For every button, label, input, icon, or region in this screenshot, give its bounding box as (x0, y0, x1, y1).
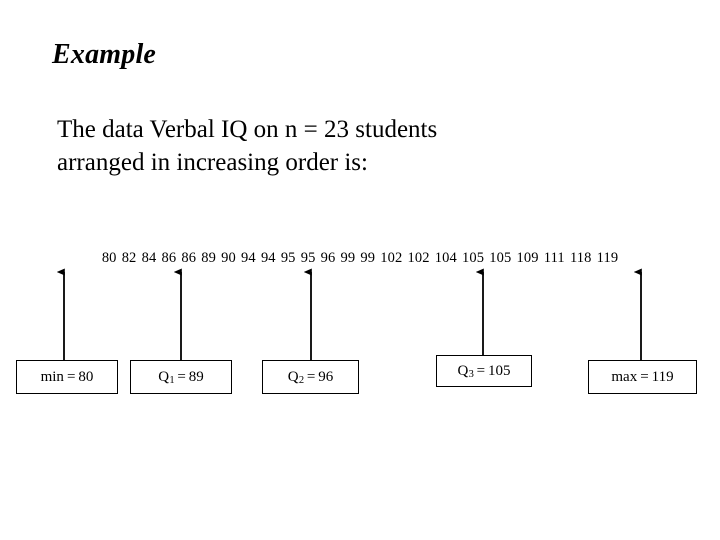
data-value: 102 (407, 250, 430, 266)
data-value: 119 (596, 250, 619, 266)
label-min-symbol: min (40, 368, 64, 385)
data-value: 99 (340, 250, 356, 266)
data-value: 109 (516, 250, 539, 266)
label-q2-equals: = (306, 368, 316, 385)
label-max-value: 119 (651, 368, 674, 385)
data-value: 80 (101, 250, 117, 266)
label-q3-value: 105 (488, 362, 511, 379)
data-value: 102 (380, 250, 403, 266)
data-value: 95 (300, 250, 316, 266)
label-q3-equals: = (476, 362, 486, 379)
label-q1-value: 89 (188, 368, 204, 385)
label-box-max: max=119 (588, 360, 697, 394)
data-value: 94 (260, 250, 276, 266)
data-value: 84 (141, 250, 157, 266)
data-value: 86 (161, 250, 177, 266)
data-value: 90 (221, 250, 236, 266)
label-q2-subscript: 2 (298, 374, 305, 386)
label-q1-subscript: 1 (169, 374, 175, 386)
data-value: 105 (489, 250, 512, 266)
label-max-equals: = (640, 368, 649, 385)
data-value: 96 (320, 250, 336, 266)
label-q2-symbol: Q (287, 368, 299, 385)
label-q3-subscript: 3 (468, 368, 474, 380)
data-value: 95 (280, 250, 296, 266)
body-paragraph: The data Verbal IQ on n = 23 students ar… (57, 113, 657, 179)
label-q1-equals: = (177, 368, 186, 385)
data-value: 94 (241, 250, 256, 266)
data-value: 89 (201, 250, 216, 266)
data-value: 118 (569, 250, 592, 266)
data-value: 82 (121, 250, 137, 266)
label-q3-symbol: Q (457, 362, 469, 379)
label-q2-value: 96 (318, 368, 334, 385)
label-box-min: min=80 (16, 360, 118, 394)
label-q1-symbol: Q (158, 368, 170, 385)
data-value: 104 (434, 250, 457, 266)
data-value: 86 (181, 250, 197, 266)
data-value: 105 (462, 250, 485, 266)
label-min-value: 80 (78, 368, 94, 385)
body-line-2: arranged in increasing order is: (57, 149, 368, 176)
page-title: Example (52, 39, 157, 70)
body-line-1: The data Verbal IQ on n = 23 students (57, 116, 438, 143)
label-max-symbol: max (611, 368, 638, 385)
data-value: 99 (360, 250, 376, 266)
label-min-equals: = (66, 368, 76, 385)
data-value: 111 (543, 250, 565, 266)
